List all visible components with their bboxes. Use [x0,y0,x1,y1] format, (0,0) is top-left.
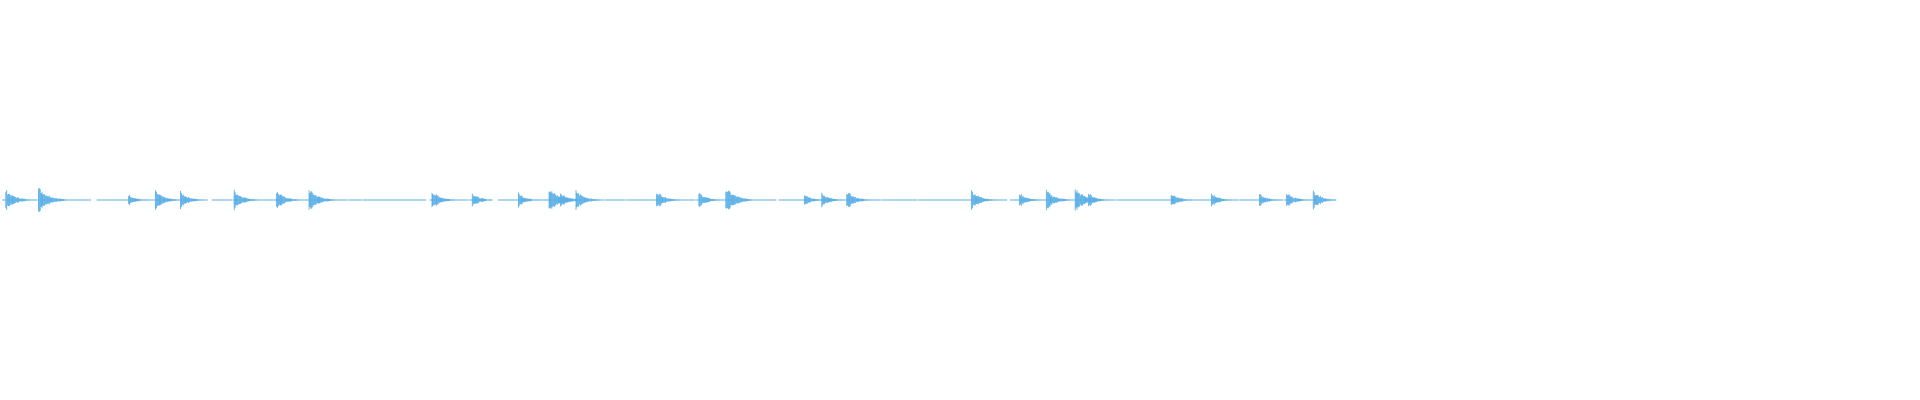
waveform-transient [656,193,680,207]
waveform-transient [1285,194,1308,206]
waveform-transient [308,190,335,210]
waveform-transient [821,192,843,208]
waveform-transient [1088,193,1109,207]
waveform-transient [233,189,259,211]
waveform-transient [5,190,31,210]
waveform-transient [575,190,600,210]
waveform-transient [846,193,870,207]
waveform-transient [276,192,300,208]
waveform-transient [725,190,754,210]
waveform-transient [1211,193,1232,207]
waveform-transient [1312,190,1337,210]
waveform-transient [1170,194,1192,206]
waveform-transient [1019,194,1040,206]
waveform-transient [804,195,824,205]
waveform-transient [471,193,493,207]
waveform-transient [155,190,179,210]
waveform-transient [128,194,148,206]
waveform-transient [1259,194,1279,206]
waveform-transient [517,192,539,208]
waveform-transient [431,193,455,207]
waveform-transient [1045,189,1071,211]
waveform-transient [698,192,721,208]
waveform-trace [2,188,1337,212]
waveform-transient [560,193,582,207]
waveform-transient [37,188,67,212]
waveform-transient [971,190,996,210]
waveform-transient [180,190,203,210]
